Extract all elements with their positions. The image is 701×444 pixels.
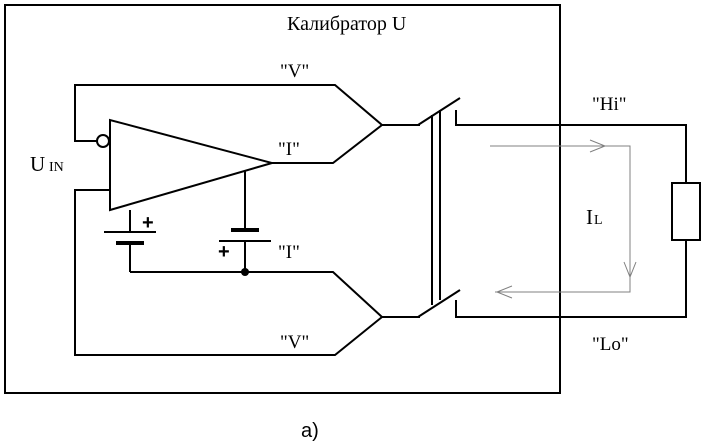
- current-path-line: [490, 145, 631, 293]
- battery-2: [219, 228, 271, 242]
- enclosure-title: Калибратор U: [287, 13, 407, 35]
- label-i-top: "I": [278, 139, 300, 160]
- wiring: [74, 84, 687, 356]
- op-amp-triangle: [109, 118, 276, 212]
- figure-caption: а): [301, 420, 319, 442]
- junction-dot: [241, 268, 249, 276]
- label-v-top: "V": [280, 61, 309, 82]
- v-top-sense-wire: [74, 84, 383, 142]
- lo-output-wire: [455, 240, 687, 318]
- i-bottom-wire: [130, 271, 383, 318]
- calibrator-enclosure: [4, 4, 561, 394]
- battery-1: [104, 231, 156, 245]
- label-v-bottom: "V": [280, 332, 309, 353]
- label-plus-2: +: [218, 241, 230, 263]
- label-il-main: I: [586, 205, 593, 229]
- current-path: [490, 139, 637, 299]
- i-top-output-wire: [272, 124, 383, 164]
- label-plus-1: +: [142, 212, 154, 234]
- load-resistor: [671, 182, 701, 241]
- label-hi: "Hi": [592, 94, 627, 115]
- current-arrow-left: [495, 285, 513, 299]
- label-il: I L: [586, 205, 603, 229]
- hi-output-wire: [455, 110, 687, 183]
- label-uin-sub: IN: [49, 160, 64, 175]
- current-arrow-down: [623, 261, 637, 279]
- label-i-bottom: "I": [278, 242, 300, 263]
- v-bottom-sense-wire: [74, 189, 383, 356]
- label-uin-main: U: [30, 152, 45, 176]
- current-arrow-right: [589, 139, 607, 153]
- inverting-input-bubble: [96, 134, 110, 148]
- label-uin: U IN: [30, 152, 64, 176]
- label-il-sub: L: [594, 213, 603, 228]
- label-lo: "Lo": [592, 334, 629, 355]
- switch-contact-bottom: [417, 289, 461, 318]
